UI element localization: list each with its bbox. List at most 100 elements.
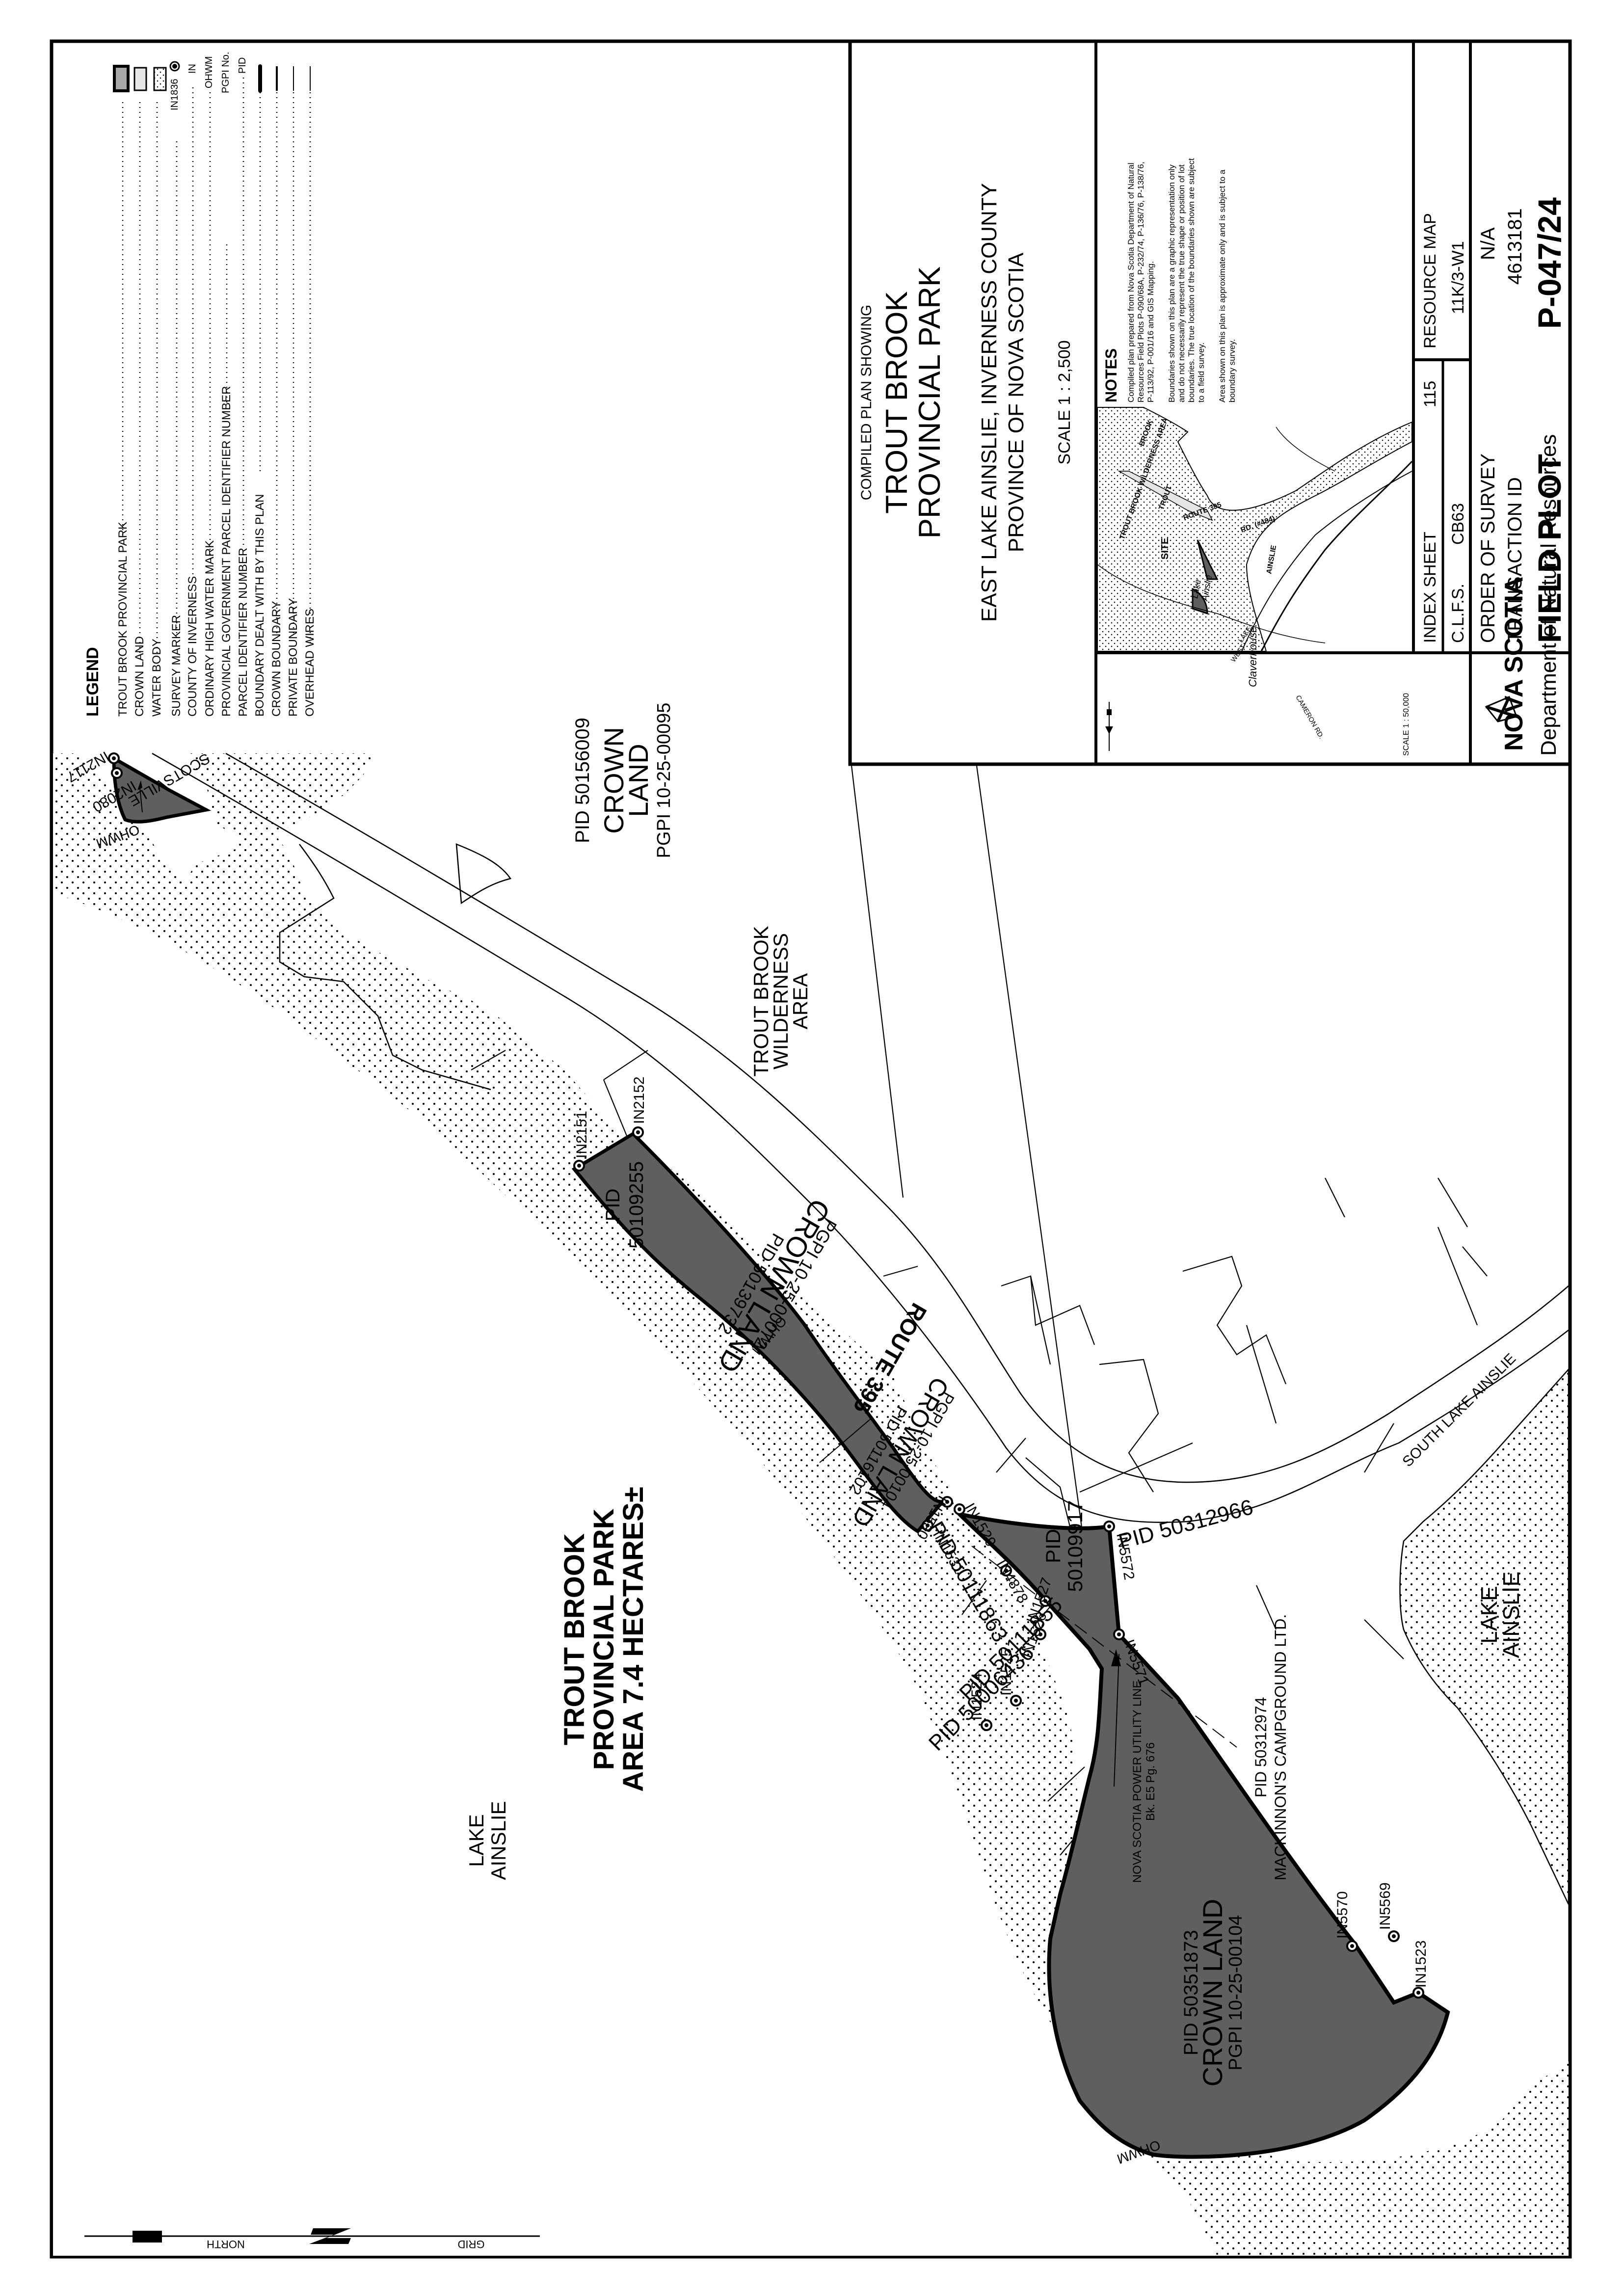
compiled-plan-label: COMPILED PLAN SHOWING: [858, 305, 875, 500]
department-name: Department of Natural Resources: [1537, 434, 1561, 756]
inset-scale: SCALE 1 : 50,000: [1402, 693, 1411, 756]
main-map: IN2117 IN2080 IN2151 IN2152 IN1530 IN152…: [53, 703, 1570, 2256]
index-sheet-label: INDEX SHEET: [1421, 532, 1439, 643]
field-plot-label: FIELD PLOT: [1531, 454, 1568, 643]
note-2-line-4: to a field survey.: [1197, 342, 1206, 402]
legend-leaders: [122, 74, 311, 653]
crown-land-north-parcel: [112, 755, 212, 824]
resource-map-label: RESOURCE MAP: [1421, 213, 1439, 348]
logo-wordmark: NOVA SCOTIA: [1500, 577, 1528, 751]
field-plot-value: P-047/24: [1531, 197, 1568, 329]
legend-symbol-pgpi: PGPI No.: [220, 52, 231, 93]
crown-north-pgpi: PGPI 10-25-00095: [654, 703, 674, 858]
marker-IN2151: IN2151: [574, 1111, 590, 1158]
legend-item-county: COUNTY OF INVERNESS: [186, 576, 199, 717]
svg-text:PID 50156009: PID 50156009: [572, 718, 593, 843]
route-395-edge-east: [225, 752, 1569, 1483]
utility-line-arrow: [1114, 1654, 1119, 1787]
note-3-line-2: boundary survey.: [1227, 339, 1237, 402]
pond-island: [455, 843, 512, 905]
legend-item-crown-boundary: CROWN BOUNDARY: [270, 601, 283, 717]
crown-north-pid: PID 50156009: [572, 718, 593, 843]
park-label-2: PROVINCIAL PARK: [588, 1508, 620, 1770]
sheet-border: [50, 39, 1572, 2259]
arrow-head-icon: [1111, 1649, 1121, 1666]
wilderness-1: TROUT BROOK: [749, 926, 772, 1076]
crown-land-divider: [819, 1418, 872, 1463]
park-label-1: TROUT BROOK: [559, 1533, 590, 1745]
location-line-2: PROVINCE OF NOVA SCOTIA: [1004, 252, 1028, 552]
legend-item-water-body: WATER BODY: [150, 639, 163, 717]
inset-site-label: SITE: [1160, 538, 1171, 560]
nova-scotia-logo: NOVA SCOTIA Department of Natural Resour…: [1485, 434, 1561, 756]
legend-item-crown-land: CROWN LAND: [133, 636, 146, 717]
legend-item-park: TROUT BROOK PROVINCIAL PARK: [116, 522, 130, 717]
park-swatch: [113, 65, 130, 92]
utility-line-book: Bk. E5 Pg. 676: [1144, 1742, 1157, 1821]
lake-ainslie-east-1: LAKE: [1476, 1586, 1502, 1644]
inset-claverhouse-label: Claverhouse: [1247, 626, 1259, 687]
plan-title-line-1: TROUT BROOK: [880, 291, 914, 514]
legend: LEGEND TROUT BROOK PROVINCIAL PARK CROWN…: [83, 52, 317, 717]
park-label-3: AREA 7.4 HECTARES±: [617, 1487, 649, 1792]
transaction-id-value: 4613181: [1504, 208, 1526, 285]
location-line-1: EAST LAKE AINSLIE, INVERNESS COUNTY: [977, 183, 1001, 622]
grid-label: GRID: [458, 2238, 485, 2250]
wilderness-2: WILDERNESS: [769, 933, 792, 1069]
private-boundaries: [471, 765, 1488, 1915]
water-body-northeast: [186, 753, 491, 1021]
note-2-line-2: and do not necessarily represent the tru…: [1177, 164, 1186, 402]
crown-north-name-2: LAND: [623, 744, 654, 817]
lake-ainslie-west-1: LAKE: [465, 1814, 488, 1867]
inset-north-arrow-icon: [1105, 702, 1113, 751]
legend-item-ohwm: ORDINARY HIGH WATER MARK: [203, 540, 216, 717]
crown-land-swatch: [133, 67, 147, 91]
water-body-north: [53, 753, 206, 923]
title-block: COMPILED PLAN SHOWING TROUT BROOK PROVIN…: [848, 39, 1572, 766]
inlet-shoreline: [279, 844, 491, 1091]
plan-title-line-2: PROVINCIAL PARK: [913, 267, 947, 539]
crown-south-pgpi: PGPI 10-25-00104: [1225, 1915, 1246, 2071]
svg-text:LAND: LAND: [623, 744, 654, 817]
pid-50109917-1: PID: [1041, 1529, 1065, 1563]
water-body-swatch: [153, 67, 167, 91]
mackinnons-campground: MACKINNON'S CAMPGROUND LTD.: [1272, 1614, 1289, 1880]
transaction-id-label: TRANSACTION ID: [1504, 477, 1526, 643]
legend-item-pid: PARCEL IDENTIFIER NUMBER: [237, 548, 250, 717]
marker-IN5569: IN5569: [1377, 1882, 1393, 1930]
resource-map-value: 11K/3-W1: [1449, 241, 1467, 314]
note-2-line-3: boundaries. The true location of the bou…: [1187, 158, 1196, 402]
legend-symbol-pid: PID: [237, 57, 248, 74]
land-mask-lower-left: [53, 893, 1217, 2256]
overhead-wires-line: [971, 1546, 1237, 1748]
legend-symbol-in: IN: [187, 64, 198, 74]
svg-text:CROWN: CROWN: [598, 727, 629, 834]
marker-IN1524: IN1524: [969, 1673, 985, 1720]
marker-IN2152: IN2152: [631, 1076, 647, 1124]
crown-south-pid: PID 50351873: [1180, 1930, 1202, 2056]
crown-south-name: CROWN LAND: [1197, 1899, 1228, 2087]
crown-land-south-parcel: [953, 1511, 1450, 2159]
clfs-value: CB63: [1449, 503, 1467, 545]
svg-text:PGPI 10-25-00095: PGPI 10-25-00095: [654, 703, 674, 858]
clfs-label: C.L.F.S.: [1449, 584, 1467, 643]
legend-item-overhead-wires: OVERHEAD WIRES: [303, 609, 317, 717]
notes-heading: NOTES: [1102, 348, 1120, 402]
legend-item-pgpi: PROVINCIAL GOVERNMENT PARCEL IDENTIFIER …: [220, 386, 233, 717]
pid-50312974: PID 50312974: [1252, 1697, 1270, 1798]
legend-heading: LEGEND: [83, 647, 102, 717]
lake-ainslie-east-2: AINSLIE: [1498, 1572, 1524, 1658]
note-1-line-3: P-113/92, P-001/16 and GIS Mapping.: [1146, 261, 1155, 402]
utility-line-label: NOVA SCOTIA POWER UTILITY LINE: [1131, 1681, 1144, 1883]
route-395-edge-west: [152, 752, 1569, 1523]
north-label: NORTH: [207, 2238, 245, 2250]
wilderness-3: AREA: [789, 973, 812, 1029]
notes-panel: NOTES Compiled plan prepared from Nova S…: [1102, 158, 1237, 402]
pid-50109255-2: 50109255: [626, 1161, 647, 1249]
note-2-line-1: Boundaries shown on this plan are a grap…: [1167, 164, 1176, 402]
index-sheet-value: 115: [1421, 381, 1439, 407]
order-of-survey-label: ORDER OF SURVEY: [1477, 454, 1499, 643]
pid-50109255-1: PID: [602, 1189, 624, 1222]
water-body-lake-ainslie-east: [1399, 1367, 1570, 1905]
marker-IN1523: IN1523: [1413, 1940, 1429, 1988]
